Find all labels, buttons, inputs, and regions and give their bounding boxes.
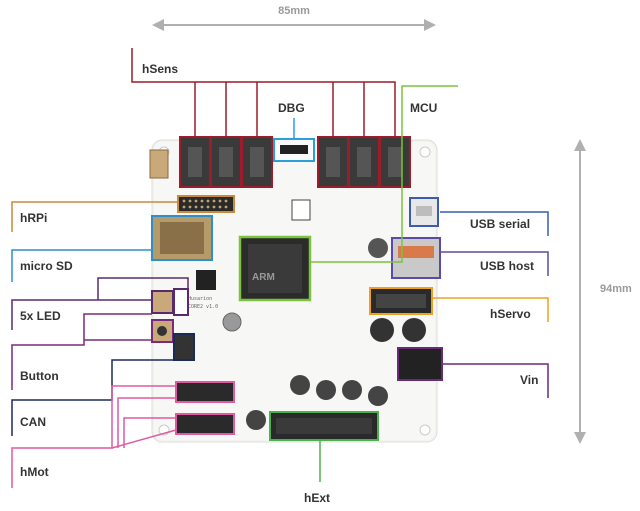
capacitor bbox=[222, 312, 242, 332]
width-dimension-label: 85mm bbox=[278, 5, 310, 17]
mounting-hole bbox=[419, 424, 431, 436]
board-logo: Husarion CORE2 v1.0 bbox=[188, 270, 218, 310]
board-brand: Husarion bbox=[188, 296, 212, 302]
label-hext: hExt bbox=[304, 491, 330, 505]
label-led: 5x LED bbox=[20, 309, 61, 323]
inductor bbox=[370, 318, 394, 342]
inductor bbox=[402, 318, 426, 342]
callout-lines bbox=[11, 48, 549, 488]
label-hsens: hSens bbox=[142, 62, 178, 76]
mcu-chip: ARM bbox=[238, 235, 312, 302]
dbg-connector bbox=[273, 138, 315, 162]
led-group bbox=[151, 288, 189, 316]
label-usb-host: USB host bbox=[480, 259, 534, 273]
hmot-headers bbox=[175, 381, 235, 435]
vin-connector bbox=[397, 347, 443, 381]
label-hrpi: hRPi bbox=[20, 211, 47, 225]
capacitor-group bbox=[246, 375, 388, 430]
label-can: CAN bbox=[20, 415, 46, 429]
hext-header bbox=[269, 411, 379, 441]
width-dimension: 85mm bbox=[152, 5, 436, 31]
height-dimension-label: 94mm bbox=[600, 283, 632, 295]
label-dbg: DBG bbox=[278, 101, 305, 115]
micro-sd-slot bbox=[151, 215, 213, 261]
height-dimension: 94mm bbox=[574, 139, 632, 444]
can-connector bbox=[173, 333, 195, 361]
label-button: Button bbox=[20, 369, 59, 383]
label-usb-serial: USB serial bbox=[470, 217, 530, 231]
hsens-connectors bbox=[179, 136, 411, 188]
label-mcu: MCU bbox=[410, 101, 437, 115]
chip-mark: ARM bbox=[252, 272, 275, 283]
usb-serial-port bbox=[409, 197, 439, 227]
side-connector bbox=[149, 149, 169, 179]
label-vin: Vin bbox=[520, 373, 538, 387]
board-model: CORE2 v1.0 bbox=[188, 304, 218, 310]
hrpi-header bbox=[177, 195, 235, 213]
label-hmot: hMot bbox=[20, 465, 49, 479]
mounting-hole bbox=[419, 146, 431, 158]
button-switch bbox=[151, 319, 174, 343]
capacitor bbox=[368, 238, 388, 258]
hservo-header bbox=[369, 287, 433, 315]
label-micro-sd: micro SD bbox=[20, 259, 73, 273]
small-header bbox=[291, 199, 311, 221]
usb-host-port bbox=[391, 237, 441, 279]
label-hservo: hServo bbox=[490, 307, 531, 321]
